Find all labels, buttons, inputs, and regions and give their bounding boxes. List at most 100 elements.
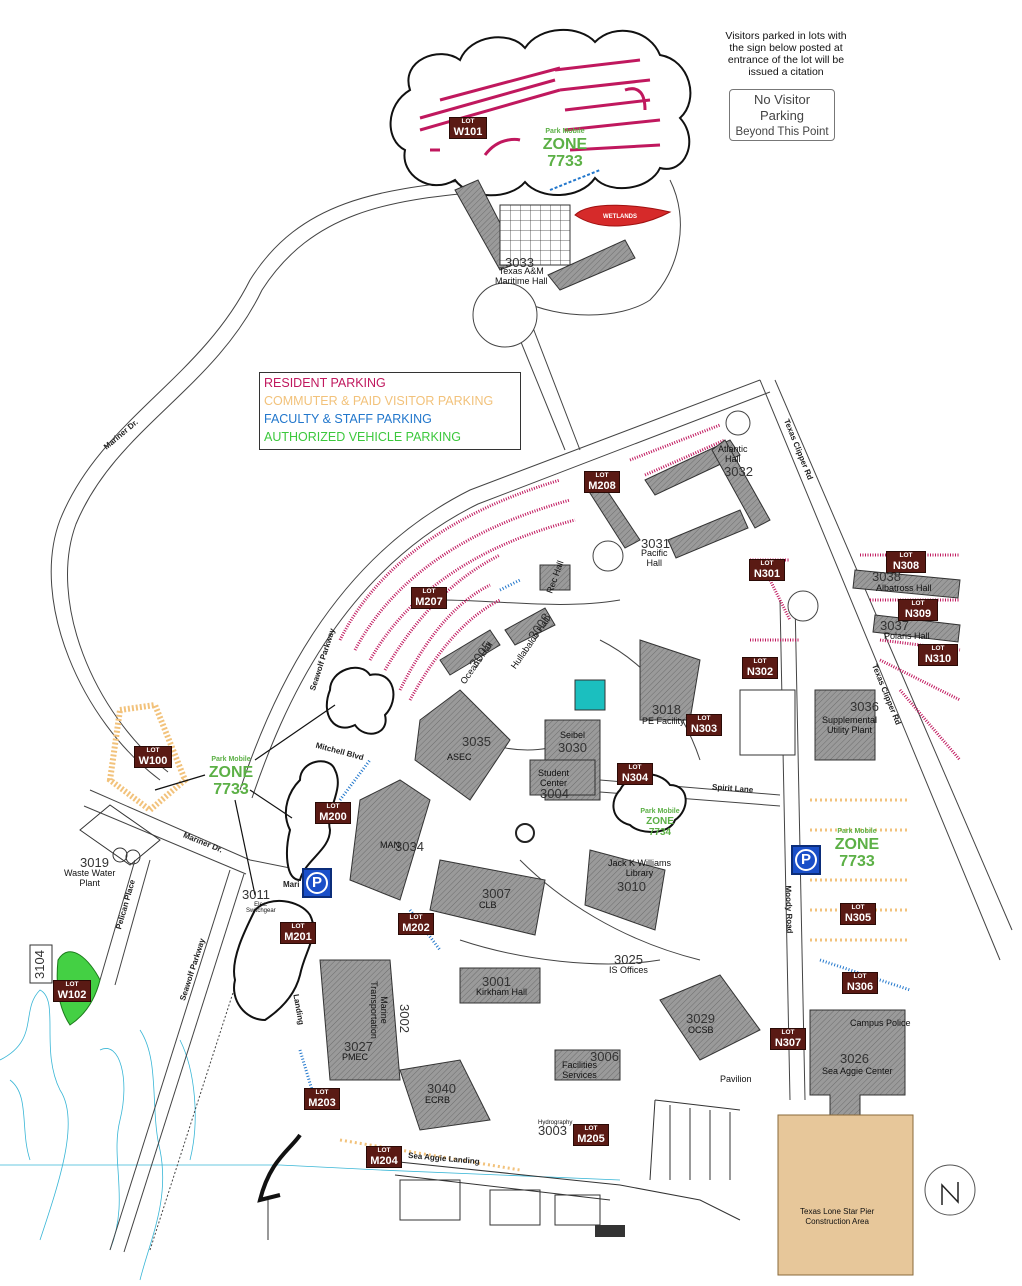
lot-number: W100 (138, 754, 168, 767)
building-name: Kirkham Hall (476, 987, 528, 997)
building-name: Polaris Hall (884, 631, 930, 641)
legend-faculty: FACULTY & STAFF PARKING (264, 412, 432, 426)
legend-authorized: AUTHORIZED VEHICLE PARKING (264, 430, 462, 444)
atlantic-hall-building (644, 439, 771, 559)
park-mobile-zone-library: Park Mobile ZONE 7734 (630, 808, 690, 838)
lot-prefix: LOT (851, 904, 865, 911)
notice-line: the sign below posted at (729, 42, 843, 54)
lot-number: W101 (453, 125, 483, 138)
lot-prefix: LOT (853, 973, 867, 980)
lot-number: N304 (621, 771, 649, 784)
lot-prefix: LOT (760, 560, 774, 567)
lot-number: N307 (774, 1036, 802, 1049)
road-label: Moody Road (783, 885, 795, 934)
building-number: 3040 (427, 1081, 456, 1096)
hullabaloo-oceans-buildings (439, 564, 571, 676)
building-name: Sea Aggie Center (822, 1066, 893, 1076)
building-number: 3031 (641, 536, 670, 551)
boat (595, 1225, 625, 1237)
building-number: 3025 (614, 952, 643, 967)
park-mobile-zone-north: Park Mobile ZONE 7733 (530, 128, 600, 170)
building-number: 3011 (242, 887, 270, 902)
legend-resident: RESIDENT PARKING (264, 376, 386, 390)
building-number: 3032 (724, 464, 753, 479)
zone-label: ZONE (208, 764, 254, 781)
lot-number: M207 (415, 595, 443, 608)
building-number: 3019 (80, 855, 109, 870)
lot-number: N303 (690, 722, 718, 735)
tree-cloud-icon (389, 29, 692, 197)
lot-number: M201 (284, 930, 312, 943)
building-name: Campus Police (850, 1018, 911, 1028)
building-name: PMEC (342, 1052, 369, 1062)
building-number: 3002 (396, 1004, 412, 1033)
lot-number: M202 (402, 921, 430, 934)
shoreline (0, 989, 621, 1281)
building-number: 3004 (540, 786, 569, 801)
sign-line: Parking (759, 108, 805, 123)
building-name: Pacific Hall (641, 548, 668, 568)
building-name: Hydrography (538, 1120, 573, 1126)
building-name: Elec. Switchgear (246, 902, 276, 914)
building-name: Supplemental Utility Plant (822, 715, 878, 735)
waste-water-plant (79, 804, 161, 866)
building-name: Pavilion (720, 1074, 752, 1084)
lot-number: M203 (308, 1096, 336, 1109)
building-number: 3033 (505, 255, 534, 270)
lot-prefix: LOT (326, 803, 340, 810)
park-mobile-zone-west: Park Mobile ZONE 7733 (196, 756, 266, 798)
building-number: 3027 (344, 1039, 373, 1054)
building-name: ASEC (447, 752, 472, 762)
resident-parking-w101 (419, 58, 661, 156)
commuter-parking-w100 (106, 701, 189, 814)
notice-line: issued a citation (748, 66, 824, 78)
building-number: 3007 (482, 886, 511, 901)
commuter-parking-n305 (810, 798, 910, 942)
building-number: 3035 (462, 734, 491, 749)
building-number: 3026 (840, 1051, 869, 1066)
zone-number: 7733 (839, 853, 875, 870)
lot-number: N308 (892, 559, 920, 572)
albatross-polaris-buildings (852, 569, 961, 643)
lot-number: M204 (370, 1154, 398, 1167)
building-name: CLB (479, 900, 497, 910)
pier-construction-area (777, 1114, 914, 1276)
building-number: 3003 (538, 1123, 567, 1138)
zone-label: ZONE (834, 836, 880, 853)
lot-number: M205 (577, 1132, 605, 1145)
lot-prefix: LOT (377, 1147, 391, 1154)
lot-number: N305 (844, 911, 872, 924)
jetty (257, 1133, 302, 1203)
tree-cloud-icon (325, 666, 395, 735)
building-name: MAN (380, 840, 400, 850)
zone-number: 7733 (547, 153, 583, 170)
building-number: 3001 (482, 974, 511, 989)
lot-prefix: LOT (628, 764, 642, 771)
lot-prefix: LOT (146, 747, 160, 754)
waterfront (379, 1099, 741, 1226)
zone-pm-label: Park Mobile (640, 808, 680, 815)
building-number: 3010 (617, 879, 646, 894)
